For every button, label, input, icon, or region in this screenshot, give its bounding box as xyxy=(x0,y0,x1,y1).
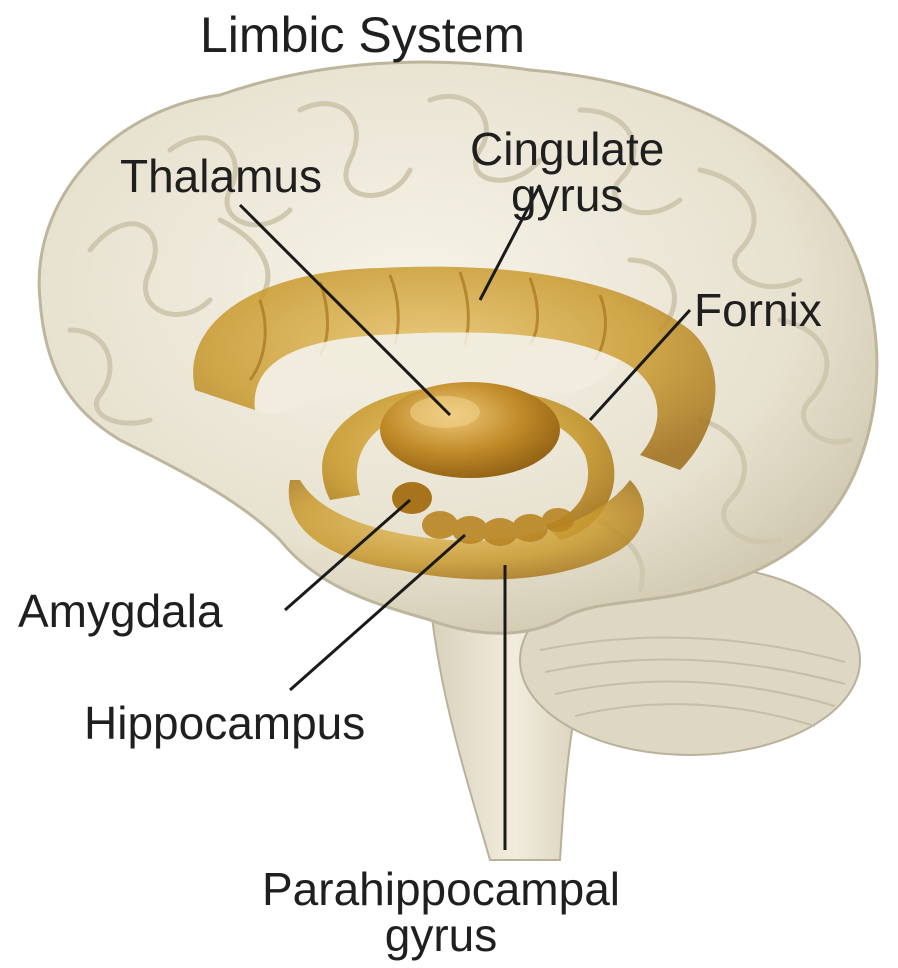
thalamus-region xyxy=(380,382,560,478)
label-fornix: Fornix xyxy=(694,287,822,333)
label-amygdala: Amygdala xyxy=(18,588,223,634)
diagram-title: Limbic System xyxy=(200,10,525,60)
label-cingulate-line2: gyrus xyxy=(470,172,664,218)
label-cingulate-line1: Cingulate xyxy=(470,126,664,172)
label-thalamus: Thalamus xyxy=(120,153,322,199)
label-parahippocampal-gyrus: Parahippocampal gyrus xyxy=(262,866,620,958)
label-cingulate-gyrus: Cingulate gyrus xyxy=(470,126,664,218)
label-parahippocampal-line2: gyrus xyxy=(262,912,620,958)
label-hippocampus: Hippocampus xyxy=(84,700,365,746)
label-parahippocampal-line1: Parahippocampal xyxy=(262,866,620,912)
